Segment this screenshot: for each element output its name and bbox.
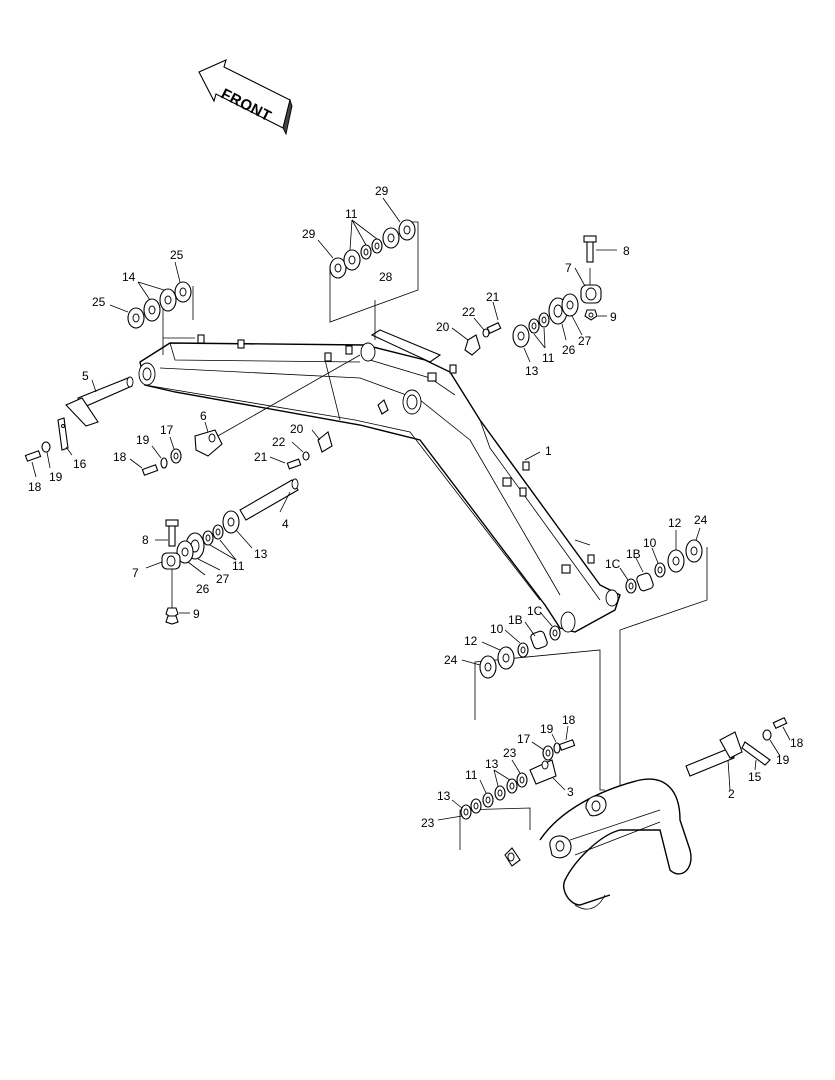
callout-10-lower: 10 xyxy=(490,622,504,636)
callout-12-lower: 12 xyxy=(464,634,478,648)
callout-8-left: 8 xyxy=(142,533,149,547)
callout-11-top: 11 xyxy=(345,207,358,221)
callout-8-top: 8 xyxy=(623,244,630,258)
callout-16: 16 xyxy=(73,457,87,471)
callout-14: 14 xyxy=(122,270,136,284)
callout-18-a: 18 xyxy=(28,480,42,494)
callout-11-right: 11 xyxy=(542,351,555,365)
callout-1: 1 xyxy=(545,444,552,458)
callout-25-left: 25 xyxy=(92,295,106,309)
callout-28: 28 xyxy=(379,270,393,284)
callout-5: 5 xyxy=(82,369,89,383)
callout-21-top: 21 xyxy=(486,290,500,304)
pin-4-assembly xyxy=(145,478,299,625)
callout-7-top: 7 xyxy=(565,261,572,275)
callout-9-left: 9 xyxy=(193,607,200,621)
callout-12-upper: 12 xyxy=(668,516,682,530)
callout-7-left: 7 xyxy=(132,566,139,580)
callout-22-mid: 22 xyxy=(272,435,286,449)
boom-assembly xyxy=(138,329,621,633)
callout-18-d: 18 xyxy=(790,736,804,750)
bucket-link-assembly xyxy=(437,717,791,910)
callout-1b-lower: 1B xyxy=(508,613,523,627)
pin-6-assembly xyxy=(129,421,223,476)
callout-19-a: 19 xyxy=(49,470,63,484)
callout-29-top: 29 xyxy=(375,184,389,198)
callout-13-bottom-a: 13 xyxy=(485,757,499,771)
callout-11-left: 11 xyxy=(232,559,245,573)
callout-21-mid: 21 xyxy=(254,450,268,464)
callout-18-c: 18 xyxy=(562,713,576,727)
right-upper-pin-assembly xyxy=(451,235,617,363)
callout-3: 3 xyxy=(567,785,574,799)
upper-pin-washer-stack xyxy=(317,197,416,279)
callout-26-right: 26 xyxy=(562,343,576,357)
callout-26-left: 26 xyxy=(196,582,210,596)
callout-10-upper: 10 xyxy=(643,536,657,550)
arm-bushing-stack-upper xyxy=(619,527,703,594)
callout-23-a: 23 xyxy=(503,746,517,760)
callout-23-b: 23 xyxy=(421,816,435,830)
callout-25-top: 25 xyxy=(170,248,184,262)
callout-1c-upper: 1C xyxy=(605,557,621,571)
callout-24-upper: 24 xyxy=(694,513,708,527)
callout-20-mid: 20 xyxy=(290,422,304,436)
callout-13-right: 13 xyxy=(525,364,539,378)
callout-13-left: 13 xyxy=(254,547,268,561)
callout-6: 6 xyxy=(200,409,207,423)
callout-9-top: 9 xyxy=(610,310,617,324)
callout-19-d: 19 xyxy=(776,753,790,767)
boom-foot-pin-5 xyxy=(24,376,134,478)
callout-11-bottom: 11 xyxy=(465,768,478,782)
callout-1b-upper: 1B xyxy=(626,547,641,561)
callout-27-left: 27 xyxy=(216,572,230,586)
callout-24-lower: 24 xyxy=(444,653,458,667)
mid-pin-lock xyxy=(269,399,389,470)
callout-22-top: 22 xyxy=(462,305,476,319)
callout-19-b: 19 xyxy=(136,433,150,447)
front-direction-arrow: FRONT xyxy=(198,59,293,136)
callout-29-left: 29 xyxy=(302,227,316,241)
callout-18-b: 18 xyxy=(113,450,127,464)
callout-20-top: 20 xyxy=(436,320,450,334)
callout-19-c: 19 xyxy=(540,722,554,736)
callout-labels: 1 1B 1C 1B 1C 2 3 4 5 6 7 7 8 8 9 9 10 1… xyxy=(28,184,804,830)
callout-17-left: 17 xyxy=(160,423,174,437)
callout-2: 2 xyxy=(728,787,735,801)
callout-27-right: 27 xyxy=(578,334,592,348)
callout-4: 4 xyxy=(282,517,289,531)
leader-lines xyxy=(162,221,708,850)
arm-bushing-stack-lower xyxy=(461,611,561,679)
callout-1c-lower: 1C xyxy=(527,604,543,618)
left-boom-foot-washers xyxy=(109,261,192,329)
callout-15: 15 xyxy=(748,770,762,784)
callout-17-bottom: 17 xyxy=(517,732,531,746)
callout-13-bottom-b: 13 xyxy=(437,789,451,803)
